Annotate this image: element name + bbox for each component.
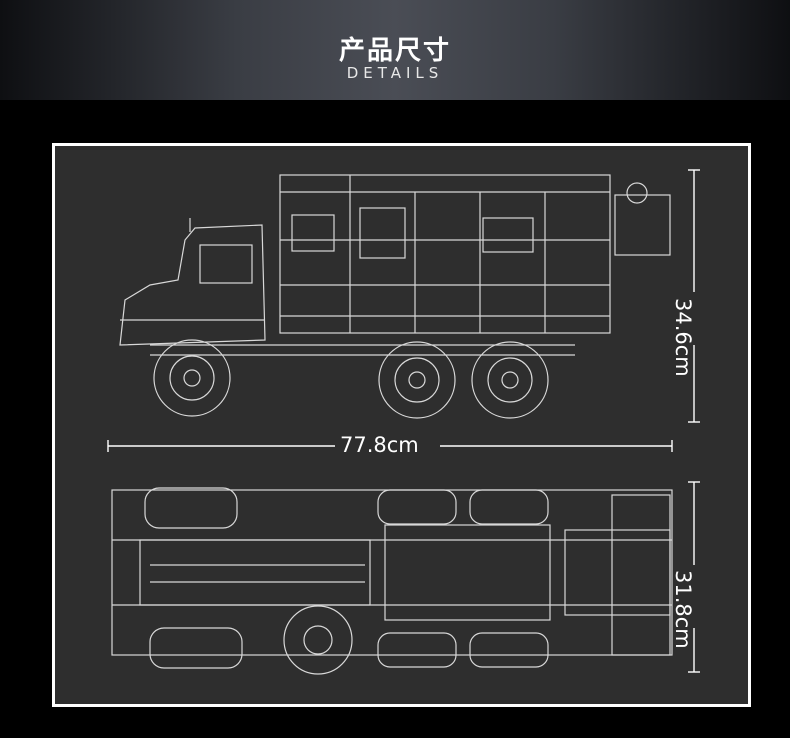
length-dimension-line — [107, 440, 673, 452]
top-tyre-rear-right — [469, 632, 549, 668]
top-tyre-front-left — [144, 487, 238, 529]
drawing-panel — [52, 143, 751, 707]
truck-side-view — [119, 174, 671, 419]
truck-top-view — [111, 487, 673, 675]
width-dimension-label: 31.8cm — [671, 570, 695, 649]
top-tyre-rear-left — [469, 489, 549, 525]
side-wheel-mid — [378, 341, 456, 419]
top-tyre-mid-right — [377, 632, 457, 668]
page-subtitle: DETAILS — [346, 64, 444, 82]
side-wheel-front — [153, 339, 231, 417]
top-tyre-front-right — [149, 627, 243, 669]
length-dimension-label: 77.8cm — [340, 433, 419, 457]
height-dimension-label: 34.6cm — [671, 298, 695, 377]
side-wheel-rear — [471, 341, 549, 419]
page-title: 产品尺寸 — [338, 36, 451, 66]
height-dimension-line — [688, 169, 700, 423]
width-dimension-line — [688, 481, 700, 673]
top-tyre-mid-left — [377, 489, 457, 525]
header-banner: 产品尺寸 DETAILS — [0, 0, 790, 100]
top-spare-wheel — [283, 605, 353, 675]
